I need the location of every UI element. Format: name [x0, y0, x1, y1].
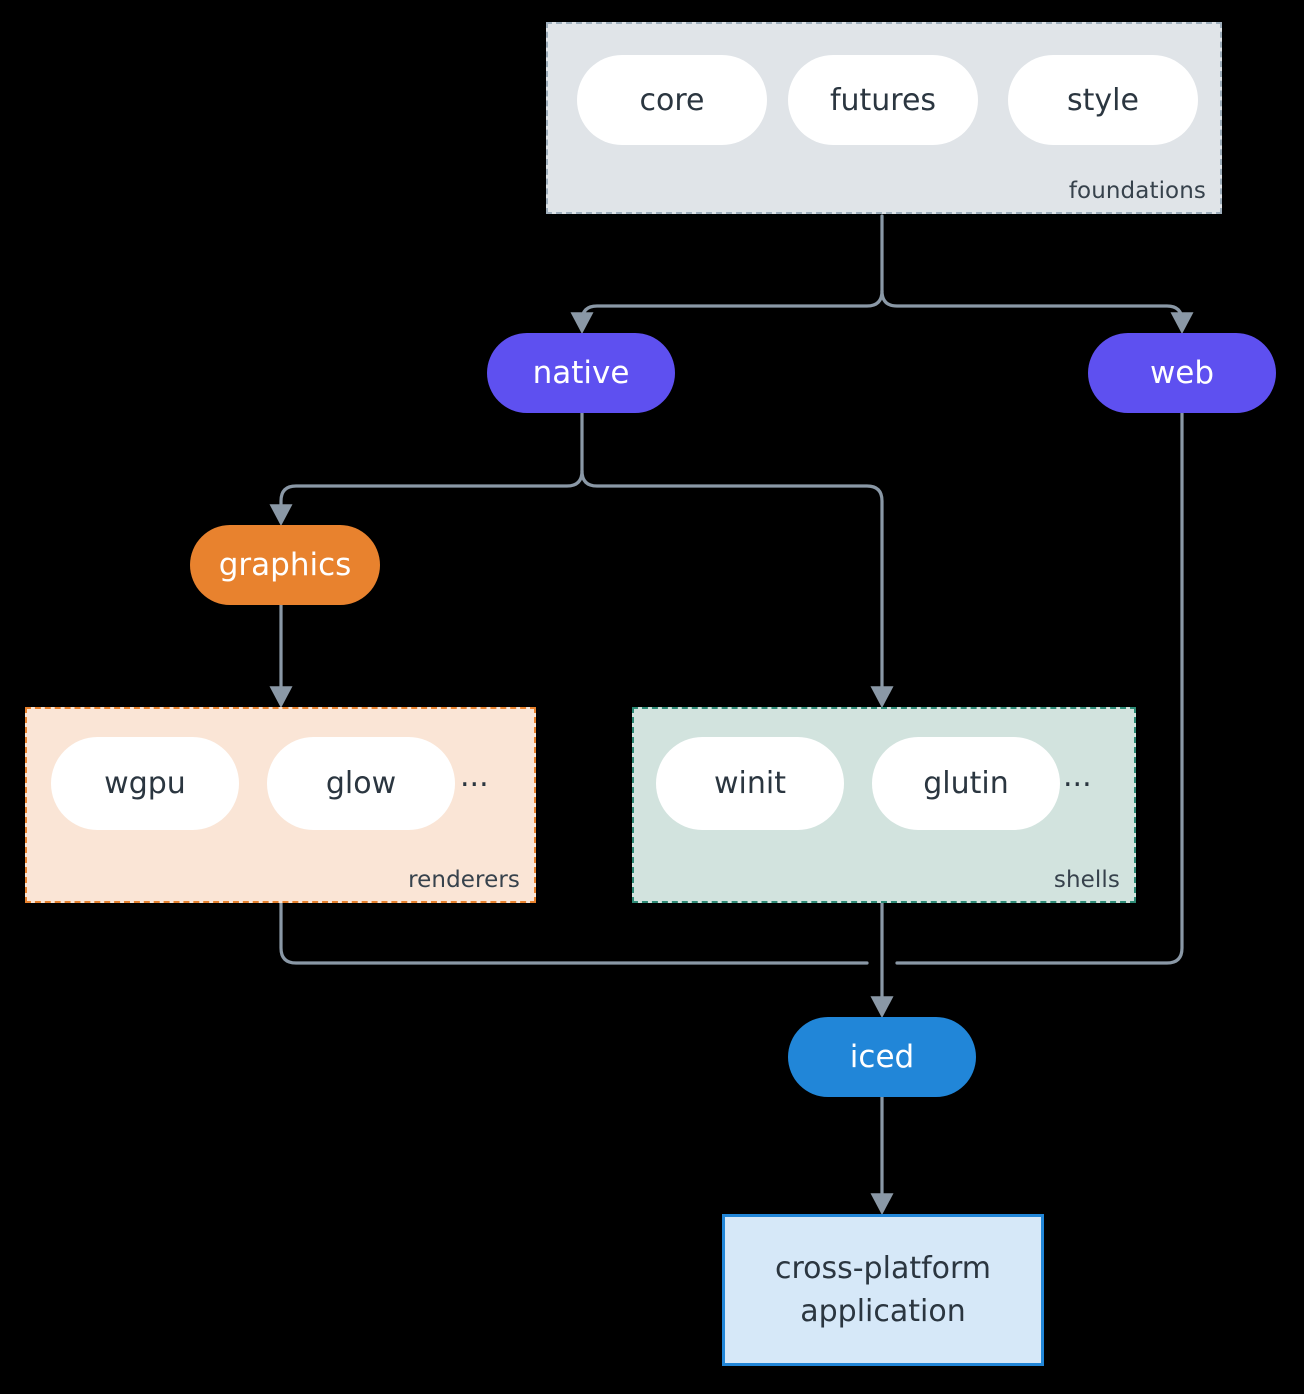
- edge-foundations-to-native: [570, 289, 884, 335]
- node-native[interactable]: native: [487, 333, 675, 413]
- node-winit-label: winit: [714, 766, 786, 801]
- node-style[interactable]: style: [1008, 55, 1198, 145]
- node-futures[interactable]: futures: [788, 55, 978, 145]
- node-style-label: style: [1067, 82, 1139, 118]
- node-futures-label: futures: [829, 82, 937, 118]
- node-iced[interactable]: iced: [788, 1017, 976, 1097]
- node-glutin[interactable]: glutin: [872, 737, 1060, 830]
- node-web-label: web: [1149, 355, 1215, 391]
- node-graphics-label: graphics: [218, 547, 352, 583]
- node-winit[interactable]: winit: [656, 737, 844, 830]
- node-glow[interactable]: glow: [267, 737, 455, 830]
- shells-ellipsis: ...: [1063, 759, 1092, 794]
- cluster-foundations-label: foundations: [1068, 178, 1206, 204]
- cluster-renderers-label: renderers: [408, 867, 520, 893]
- edge-foundations-to-web: [880, 289, 1194, 335]
- cluster-foundations: core futures style foundations: [546, 22, 1222, 214]
- edge-native-to-shells: [580, 469, 894, 709]
- edge-native-to-graphics: [269, 469, 584, 527]
- cluster-shells-label: shells: [1053, 867, 1120, 893]
- node-cross-platform-application[interactable]: cross-platform application: [722, 1214, 1044, 1366]
- cluster-shells: winit glutin shells: [632, 707, 1136, 903]
- cluster-renderers: wgpu glow renderers: [25, 707, 536, 903]
- node-native-label: native: [532, 355, 630, 391]
- node-glutin-label: glutin: [923, 766, 1009, 801]
- node-iced-label: iced: [849, 1039, 915, 1075]
- node-core-label: core: [639, 82, 705, 118]
- application-label-line2: application: [800, 1294, 966, 1329]
- node-web[interactable]: web: [1088, 333, 1276, 413]
- node-wgpu[interactable]: wgpu: [51, 737, 239, 830]
- node-glow-label: glow: [325, 766, 397, 801]
- application-label-line1: cross-platform: [774, 1250, 992, 1286]
- renderers-ellipsis: ...: [460, 759, 489, 794]
- node-wgpu-label: wgpu: [104, 766, 186, 801]
- node-core[interactable]: core: [577, 55, 767, 145]
- node-graphics[interactable]: graphics: [190, 525, 380, 605]
- edge-renderers-to-iced: [279, 901, 869, 965]
